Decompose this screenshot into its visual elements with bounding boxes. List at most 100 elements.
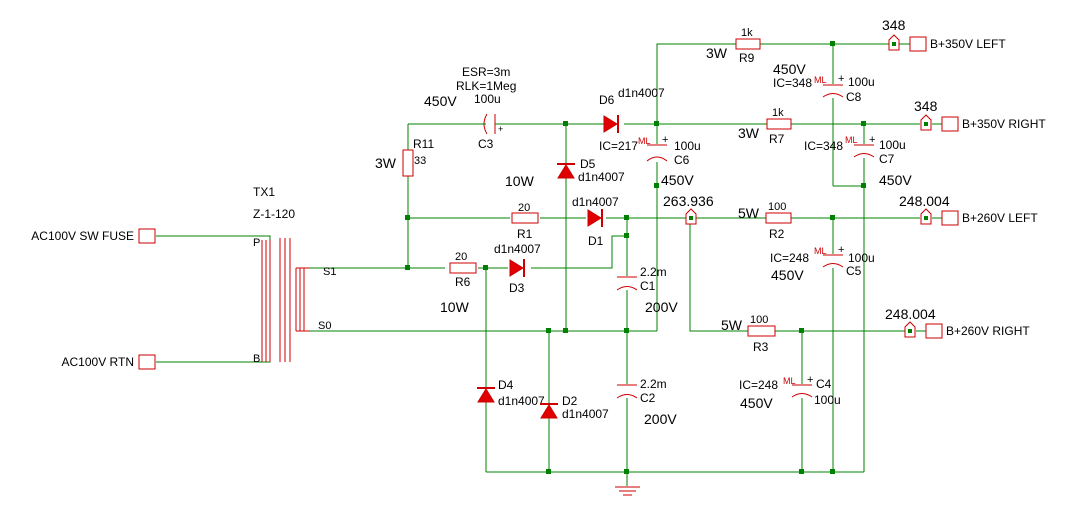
r3-name: R3 bbox=[753, 340, 769, 354]
c6-ml: ML bbox=[638, 136, 651, 146]
r1-name: R1 bbox=[517, 227, 533, 241]
transformer-pin-s1: S1 bbox=[323, 266, 336, 278]
transformer-pin-b: B bbox=[253, 353, 260, 365]
probe-263-label: 263.936 bbox=[663, 193, 714, 209]
port-ac-fuse-label: AC100V SW FUSE bbox=[31, 229, 134, 243]
c3-rlk: RLK=1Meg bbox=[456, 79, 516, 93]
c7-ic: IC=348 bbox=[804, 139, 843, 153]
c7-ml: ML bbox=[845, 135, 858, 145]
c4-plus: + bbox=[807, 374, 813, 386]
port-ac-fuse[interactable]: AC100V SW FUSE bbox=[31, 228, 156, 244]
port-ac-rtn-label: AC100V RTN bbox=[62, 355, 134, 369]
diode-d1[interactable]: d1n4007 D1 bbox=[572, 195, 619, 248]
c2-value: 2.2m bbox=[640, 377, 667, 391]
r3-power: 5W bbox=[721, 317, 743, 333]
c6-voltage: 450V bbox=[661, 172, 694, 188]
resistor-r7[interactable]: 1k R7 3W bbox=[738, 107, 792, 146]
r11-name: R11 bbox=[413, 137, 434, 151]
r2-value: 100 bbox=[768, 201, 786, 213]
resistor-r3[interactable]: 100 R3 5W bbox=[721, 314, 776, 354]
c6-name: C6 bbox=[674, 153, 690, 167]
d1-name: D1 bbox=[588, 234, 604, 248]
diode-d3[interactable]: d1n4007 D3 bbox=[494, 242, 541, 295]
r6-value: 20 bbox=[455, 251, 467, 263]
port-b260-right[interactable]: B+260V RIGHT bbox=[916, 323, 1030, 339]
c1-value: 2.2m bbox=[640, 265, 667, 279]
port-b350-right[interactable]: B+350V RIGHT bbox=[932, 116, 1046, 132]
c3-esr: ESR=3m bbox=[462, 65, 510, 79]
c7-voltage: 450V bbox=[879, 172, 912, 188]
wires bbox=[156, 43, 920, 486]
resistor-r1[interactable]: 20 R1 10W bbox=[505, 173, 539, 241]
c4-name: C4 bbox=[816, 377, 832, 391]
d6-name: D6 bbox=[599, 93, 615, 107]
c2-name: C2 bbox=[640, 391, 656, 405]
d3-model: d1n4007 bbox=[494, 242, 541, 256]
d4-model: d1n4007 bbox=[498, 394, 545, 408]
c7-name: C7 bbox=[879, 152, 895, 166]
c3-name: C3 bbox=[478, 137, 494, 151]
c8-ic: IC=348 bbox=[773, 76, 812, 90]
c1-voltage: 200V bbox=[645, 299, 678, 315]
probe-263[interactable]: 263.936 bbox=[663, 193, 714, 225]
r3-value: 100 bbox=[750, 314, 768, 326]
c8-plus: + bbox=[838, 73, 844, 85]
transformer-tx1[interactable]: TX1 Z-1-120 P B S1 S0 bbox=[253, 185, 336, 365]
capacitor-c4[interactable]: ML + C4 100u IC=248 450V bbox=[739, 374, 841, 411]
c8-ml: ML bbox=[814, 75, 827, 85]
probe-348-left[interactable]: 348 bbox=[882, 17, 906, 51]
c5-ml: ML bbox=[814, 246, 827, 256]
port-ac-rtn[interactable]: AC100V RTN bbox=[62, 354, 156, 370]
d2-name: D2 bbox=[562, 394, 578, 408]
c6-ic: IC=217 bbox=[599, 139, 638, 153]
port-b350-left-label: B+350V LEFT bbox=[930, 37, 1006, 51]
diode-d5[interactable]: D5 d1n4007 bbox=[557, 157, 625, 184]
r1-value: 20 bbox=[518, 202, 530, 214]
probe-348-right[interactable]: 348 bbox=[914, 98, 938, 131]
r6-power: 10W bbox=[440, 299, 470, 315]
resistor-r2[interactable]: 100 R2 5W bbox=[738, 201, 792, 241]
r9-name: R9 bbox=[739, 51, 755, 65]
diode-d6[interactable]: D6 d1n4007 bbox=[599, 86, 665, 133]
r11-power: 3W bbox=[375, 155, 397, 171]
d3-name: D3 bbox=[509, 281, 525, 295]
port-b350-left[interactable]: B+350V LEFT bbox=[900, 36, 1006, 52]
resistor-r6[interactable]: 20 R6 10W bbox=[440, 251, 477, 315]
probe-248-right[interactable]: 248.004 bbox=[885, 306, 936, 338]
capacitor-c7[interactable]: ML + 100u C7 IC=348 450V bbox=[804, 134, 912, 188]
r7-power: 3W bbox=[738, 125, 760, 141]
capacitor-c3[interactable]: + ESR=3m RLK=1Meg 100u C3 450V bbox=[424, 65, 516, 151]
r7-name: R7 bbox=[769, 132, 785, 146]
c3-voltage: 450V bbox=[424, 93, 457, 109]
c3-plus: + bbox=[498, 124, 503, 134]
capacitor-c5[interactable]: ML + 100u C5 IC=248 450V bbox=[770, 244, 875, 283]
c5-ic: IC=248 bbox=[770, 251, 809, 265]
probe-248-left[interactable]: 248.004 bbox=[899, 193, 950, 225]
c1-name: C1 bbox=[640, 279, 656, 293]
capacitor-c1[interactable]: 2.2m C1 200V bbox=[616, 265, 678, 315]
transformer-pin-s0: S0 bbox=[318, 320, 331, 332]
c6-plus: + bbox=[662, 134, 668, 146]
probe-348-right-label: 348 bbox=[914, 98, 938, 114]
diode-d2[interactable]: D2 d1n4007 bbox=[540, 394, 609, 421]
ground-icon bbox=[615, 486, 640, 496]
port-b260-left[interactable]: B+260V LEFT bbox=[932, 210, 1038, 226]
d2-model: d1n4007 bbox=[562, 407, 609, 421]
r2-power: 5W bbox=[738, 205, 760, 221]
c5-name: C5 bbox=[846, 264, 862, 278]
probe-248-right-label: 248.004 bbox=[885, 306, 936, 322]
d5-name: D5 bbox=[580, 157, 596, 171]
capacitor-c6[interactable]: ML + 100u C6 IC=217 450V bbox=[599, 134, 701, 188]
r9-value: 1k bbox=[741, 27, 753, 39]
diode-d4[interactable]: D4 d1n4007 bbox=[477, 378, 545, 408]
r1-power: 10W bbox=[505, 173, 535, 189]
capacitor-c8[interactable]: ML + 100u C8 IC=348 450V bbox=[773, 61, 875, 104]
c3-value: 100u bbox=[474, 92, 501, 106]
resistor-r9[interactable]: 1k R9 3W bbox=[706, 27, 761, 65]
c8-value: 100u bbox=[848, 75, 875, 89]
resistor-r11[interactable]: R11 33 3W bbox=[375, 137, 434, 177]
capacitor-c2[interactable]: 2.2m C2 200V bbox=[616, 377, 677, 427]
c6-value: 100u bbox=[674, 139, 701, 153]
port-b260-left-label: B+260V LEFT bbox=[962, 211, 1038, 225]
